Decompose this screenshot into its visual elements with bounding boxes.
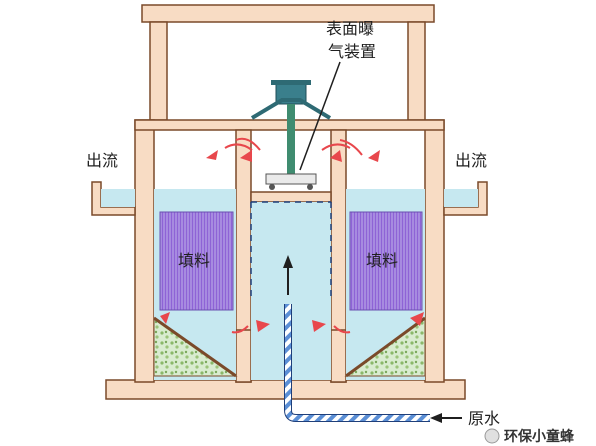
watermark: 环保小童蜂 — [484, 428, 575, 445]
aerator-shaft — [287, 104, 295, 174]
flow-arrows — [224, 137, 363, 334]
media-block-right — [349, 211, 423, 311]
aerator-callout-line — [299, 61, 341, 171]
center-upflow-arrow — [283, 255, 293, 295]
aerator-impeller — [265, 173, 317, 185]
hopper-baffles — [153, 316, 426, 378]
aerator-label-line2: 气装置 — [328, 42, 376, 61]
inlet-pipe — [284, 304, 430, 422]
outflow-left-label: 出流 — [86, 151, 118, 170]
surface-aerator — [250, 80, 332, 190]
aerator-label-line1: 表面曝 — [326, 19, 374, 38]
inlet-arrow — [430, 413, 462, 423]
media-right-label: 填料 — [366, 251, 398, 270]
media-block-left — [159, 211, 234, 311]
center-draft-tube — [250, 201, 332, 300]
flow-arrowheads — [160, 150, 424, 332]
media-left-label: 填料 — [178, 251, 210, 270]
outflow-right-label: 出流 — [455, 151, 487, 170]
top-frame — [141, 4, 435, 121]
raw-water-label: 原水 — [468, 409, 500, 428]
watermark-text: 环保小童蜂 — [504, 428, 575, 445]
watermark-logo-icon — [484, 428, 500, 444]
